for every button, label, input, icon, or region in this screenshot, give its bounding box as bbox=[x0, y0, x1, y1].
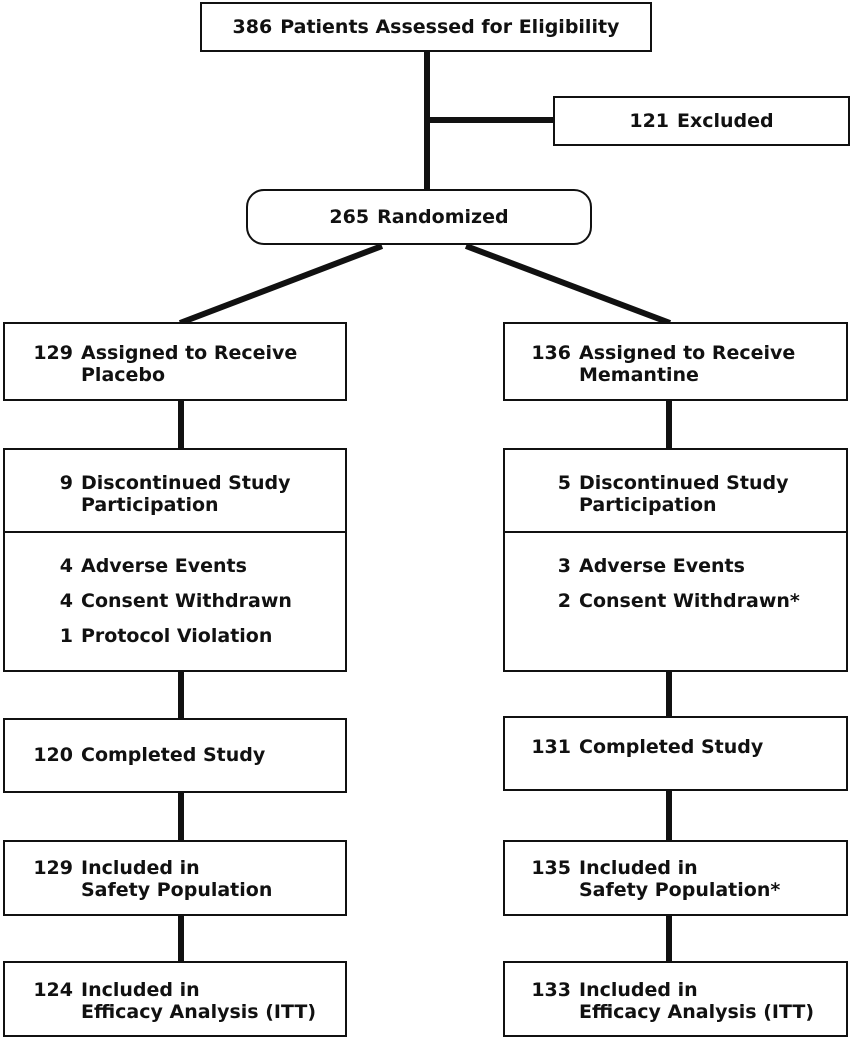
memantine-assigned-line2: Memantine bbox=[579, 364, 699, 386]
memantine-discontinued-count: 5 bbox=[557, 472, 571, 494]
memantine-reasons-box: 3 Adverse Events 2 Consent Withdrawn* bbox=[503, 531, 848, 672]
connector-memantine-3 bbox=[666, 790, 672, 842]
list-item: 4 Consent Withdrawn bbox=[5, 590, 292, 612]
connector-placebo-2 bbox=[178, 670, 184, 720]
excluded-count: 121 bbox=[629, 110, 670, 132]
list-item: 1 Protocol Violation bbox=[5, 625, 273, 647]
placebo-assigned-count: 129 bbox=[33, 342, 73, 364]
placebo-efficacy-line1: Included in bbox=[81, 979, 200, 1001]
memantine-discontinued-line1: Discontinued Study bbox=[579, 472, 789, 494]
memantine-assigned-count: 136 bbox=[531, 342, 571, 364]
placebo-assigned-line2: Placebo bbox=[81, 364, 166, 386]
list-item: 2 Consent Withdrawn* bbox=[505, 590, 800, 612]
memantine-reason-count: 2 bbox=[557, 590, 571, 612]
placebo-efficacy-line2: Efficacy Analysis (ITT) bbox=[81, 1001, 317, 1023]
placebo-reason-label: Adverse Events bbox=[81, 555, 247, 577]
memantine-efficacy-count: 133 bbox=[531, 979, 571, 1001]
excluded-label: Excluded bbox=[677, 110, 774, 132]
connector-memantine-4 bbox=[666, 915, 672, 963]
eligibility-label: Patients Assessed for Eligibility bbox=[280, 16, 620, 38]
placebo-assigned-line1: Assigned to Receive bbox=[81, 342, 298, 364]
placebo-reason-count: 4 bbox=[59, 555, 73, 577]
memantine-completed-count: 131 bbox=[531, 736, 571, 758]
list-item: 3 Adverse Events bbox=[505, 555, 745, 577]
memantine-reason-count: 3 bbox=[557, 555, 571, 577]
memantine-discontinued-line2: Participation bbox=[579, 494, 717, 516]
placebo-discontinued-line2: Participation bbox=[81, 494, 219, 516]
connector-to-excluded bbox=[424, 117, 554, 123]
memantine-reason-label: Consent Withdrawn* bbox=[579, 590, 800, 612]
memantine-safety-line1: Included in bbox=[579, 857, 698, 879]
connector-placebo-4 bbox=[178, 915, 184, 963]
connector-memantine-1 bbox=[666, 400, 672, 450]
memantine-safety-box: 135 Included in Safety Population* bbox=[503, 840, 848, 916]
eligibility-box: 386 Patients Assessed for Eligibility bbox=[200, 2, 652, 52]
memantine-completed-box: 131 Completed Study bbox=[503, 716, 848, 791]
placebo-completed-label: Completed Study bbox=[81, 744, 266, 766]
placebo-assigned-box: 129 Assigned to Receive Placebo bbox=[3, 322, 347, 401]
placebo-discontinued-count: 9 bbox=[59, 472, 73, 494]
memantine-efficacy-line1: Included in bbox=[579, 979, 698, 1001]
placebo-completed-box: 120 Completed Study bbox=[3, 718, 347, 793]
split-line-placebo bbox=[178, 243, 384, 326]
memantine-efficacy-box: 133 Included in Efficacy Analysis (ITT) bbox=[503, 961, 848, 1037]
placebo-safety-box: 129 Included in Safety Population bbox=[3, 840, 347, 916]
memantine-completed-label: Completed Study bbox=[579, 736, 764, 758]
split-line-memantine bbox=[464, 243, 672, 326]
placebo-efficacy-box: 124 Included in Efficacy Analysis (ITT) bbox=[3, 961, 347, 1037]
memantine-safety-line2: Safety Population* bbox=[579, 879, 781, 901]
eligibility-count: 386 bbox=[232, 16, 273, 38]
placebo-discontinued-box: 9 Discontinued Study Participation bbox=[3, 448, 347, 533]
placebo-reasons-box: 4 Adverse Events 4 Consent Withdrawn 1 P… bbox=[3, 531, 347, 672]
list-item: 4 Adverse Events bbox=[5, 555, 247, 577]
memantine-discontinued-box: 5 Discontinued Study Participation bbox=[503, 448, 848, 533]
connector-placebo-1 bbox=[178, 400, 184, 450]
randomized-count: 265 bbox=[329, 206, 370, 228]
excluded-box: 121 Excluded bbox=[553, 96, 850, 146]
placebo-efficacy-count: 124 bbox=[33, 979, 73, 1001]
memantine-assigned-box: 136 Assigned to Receive Memantine bbox=[503, 322, 848, 401]
placebo-safety-line2: Safety Population bbox=[81, 879, 273, 901]
connector-memantine-2 bbox=[666, 670, 672, 718]
memantine-safety-count: 135 bbox=[531, 857, 571, 879]
placebo-reason-count: 1 bbox=[59, 625, 73, 647]
memantine-assigned-line1: Assigned to Receive bbox=[579, 342, 796, 364]
randomized-box: 265 Randomized bbox=[246, 189, 592, 245]
placebo-completed-count: 120 bbox=[33, 744, 73, 766]
memantine-efficacy-line2: Efficacy Analysis (ITT) bbox=[579, 1001, 815, 1023]
placebo-safety-line1: Included in bbox=[81, 857, 200, 879]
placebo-reason-count: 4 bbox=[59, 590, 73, 612]
placebo-safety-count: 129 bbox=[33, 857, 73, 879]
placebo-reason-label: Protocol Violation bbox=[81, 625, 273, 647]
randomized-label: Randomized bbox=[377, 206, 509, 228]
memantine-reason-label: Adverse Events bbox=[579, 555, 745, 577]
placebo-discontinued-line1: Discontinued Study bbox=[81, 472, 291, 494]
connector-placebo-3 bbox=[178, 792, 184, 842]
placebo-reason-label: Consent Withdrawn bbox=[81, 590, 292, 612]
